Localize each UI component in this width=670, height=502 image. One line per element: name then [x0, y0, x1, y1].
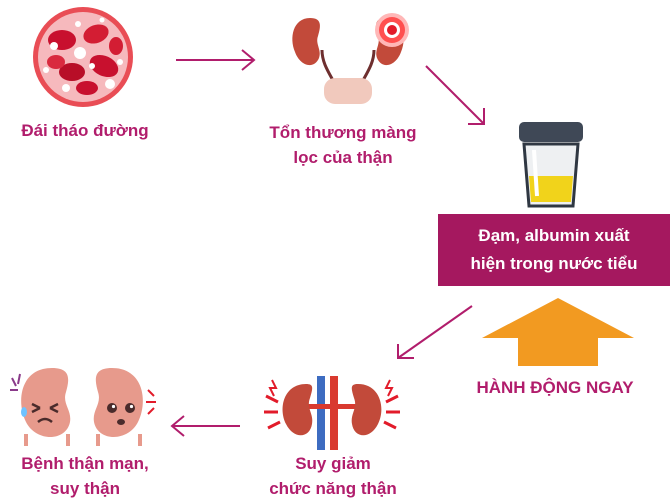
disease-label-line-2: suy thận — [0, 476, 170, 501]
diabetes-label-line: Đái tháo đường — [0, 118, 170, 143]
arrow-albumin-to-decline — [392, 304, 476, 364]
decline-label-line-2: chức năng thận — [248, 476, 418, 501]
inflamed-kidneys-icon — [288, 12, 412, 112]
action-label: HÀNH ĐỘNG NGAY — [440, 378, 670, 398]
disease-label-line-1: Bệnh thận mạn, — [0, 451, 170, 476]
filter-damage-label-line-1: Tổn thương màng — [250, 120, 436, 145]
albumin-label-line-2: hiện trong nước tiểu — [438, 250, 670, 278]
arrow-diabetes-to-filter — [174, 48, 258, 72]
arrow-filter-to-albumin — [424, 64, 488, 128]
blood-cells-icon — [32, 6, 134, 108]
arrow-decline-to-disease — [168, 414, 242, 438]
albumin-callout: Đạm, albumin xuất hiện trong nước tiểu — [438, 214, 670, 286]
disease-label: Bệnh thận mạn, suy thận — [0, 451, 170, 501]
damaged-kidneys-icon — [262, 376, 402, 450]
decline-label-line-1: Suy giảm — [248, 451, 418, 476]
diabetes-label: Đái tháo đường — [0, 118, 170, 143]
decline-label: Suy giảm chức năng thận — [248, 451, 418, 501]
filter-damage-label: Tổn thương màng lọc của thận — [250, 120, 436, 170]
albumin-label-line-1: Đạm, albumin xuất — [438, 222, 670, 250]
urine-cup-icon — [516, 120, 586, 210]
filter-damage-label-line-2: lọc của thận — [250, 145, 436, 170]
sick-kidneys-icon — [8, 362, 158, 448]
action-up-arrow-icon — [478, 296, 638, 368]
